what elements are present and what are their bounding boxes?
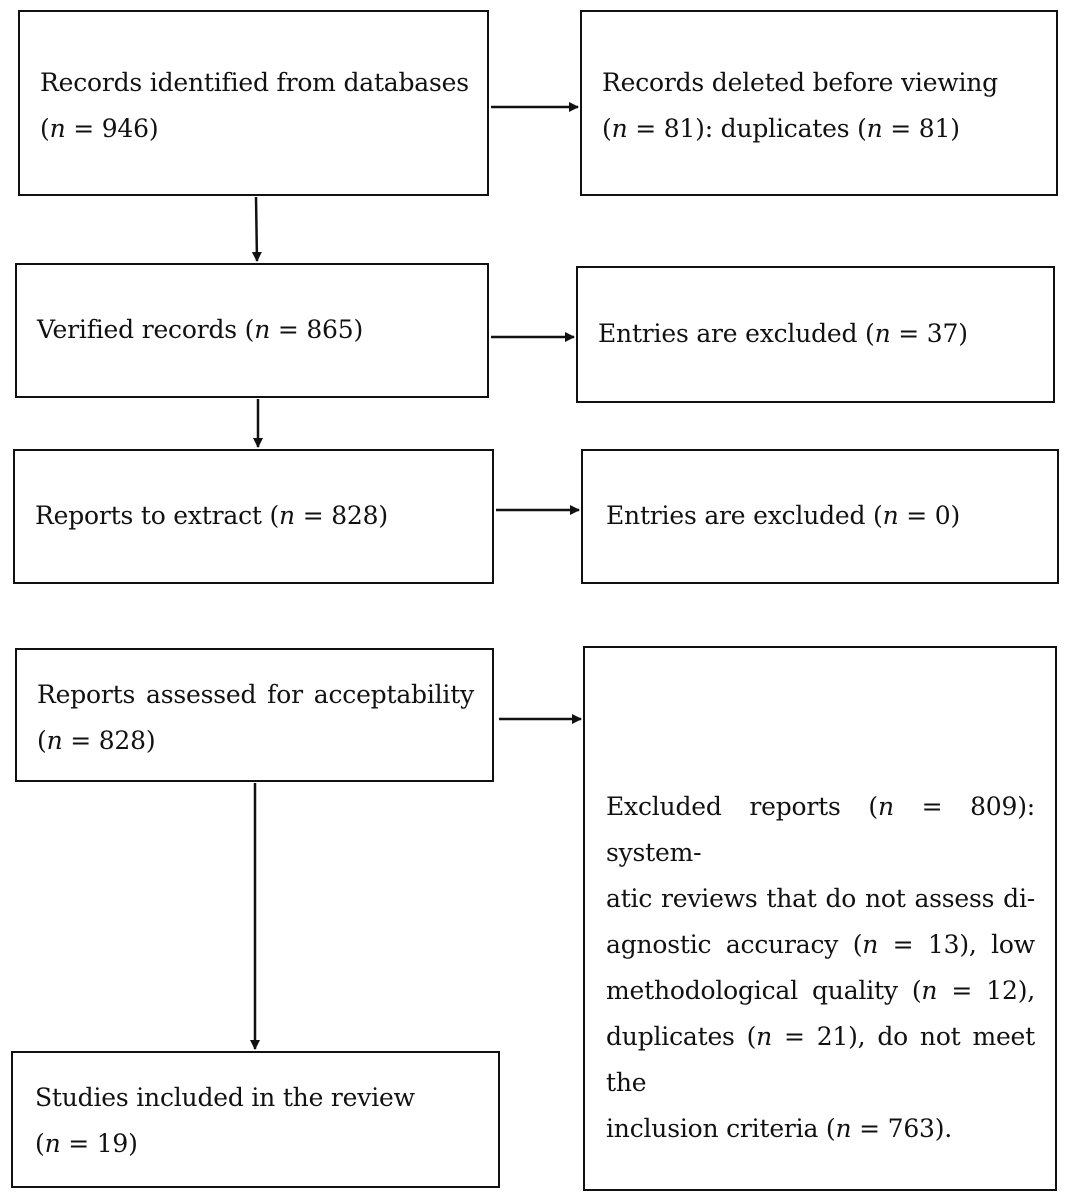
arrow-identified-to-verified xyxy=(251,196,262,262)
box-entries-excluded-2: Entries are excluded (n = 0) xyxy=(581,449,1059,584)
entries-excluded-2-label: Entries are excluded ( xyxy=(606,500,883,530)
studies-included-count: 19 xyxy=(96,1129,129,1158)
box-studies-included: Studies included in the review (n = 19) xyxy=(11,1051,500,1188)
records-deleted-count: 81 xyxy=(663,114,696,143)
reports-assessed-count: 828 xyxy=(98,726,146,755)
records-identified-count: 946 xyxy=(101,114,149,143)
box-records-deleted: Records deleted before viewing (n = 81):… xyxy=(580,10,1058,196)
excluded-duplicates-count: 21 xyxy=(816,1022,849,1051)
verified-records-count: 865 xyxy=(306,314,354,344)
box-verified-records: Verified records (n = 865) xyxy=(15,263,489,398)
excluded-reports-total: 809 xyxy=(970,792,1018,821)
entries-excluded-1-label: Entries are excluded ( xyxy=(598,318,875,348)
excluded-reports-line-2: atic reviews that do not assess di- xyxy=(606,884,1035,913)
box-records-identified: Records identified from databases (n = 9… xyxy=(18,10,489,196)
box-reports-assessed: Reports assessed for acceptability (n = … xyxy=(15,648,494,782)
entries-excluded-1-count: 37 xyxy=(926,318,959,348)
excluded-criteria-count: 763 xyxy=(887,1114,935,1143)
box-reports-to-extract: Reports to extract (n = 828) xyxy=(13,449,494,584)
verified-records-label: Verified records ( xyxy=(37,314,255,344)
records-deleted-label: Records deleted before viewing xyxy=(602,68,998,97)
reports-to-extract-label: Reports to extract ( xyxy=(35,500,280,530)
reports-assessed-label: Reports assessed for acceptability xyxy=(37,680,474,709)
box-excluded-reports: Excluded reports (n = 809): system- atic… xyxy=(583,646,1057,1191)
reports-to-extract-count: 828 xyxy=(331,500,379,530)
entries-excluded-2-count: 0 xyxy=(934,500,951,530)
studies-included-label: Studies included in the review xyxy=(35,1083,415,1112)
excluded-accuracy-count: 13 xyxy=(927,930,960,959)
records-identified-label: Records identified from databases xyxy=(40,68,469,97)
box-entries-excluded-1: Entries are excluded (n = 37) xyxy=(576,266,1055,403)
duplicates-count: 81 xyxy=(918,114,951,143)
excluded-quality-count: 12 xyxy=(986,976,1018,1005)
